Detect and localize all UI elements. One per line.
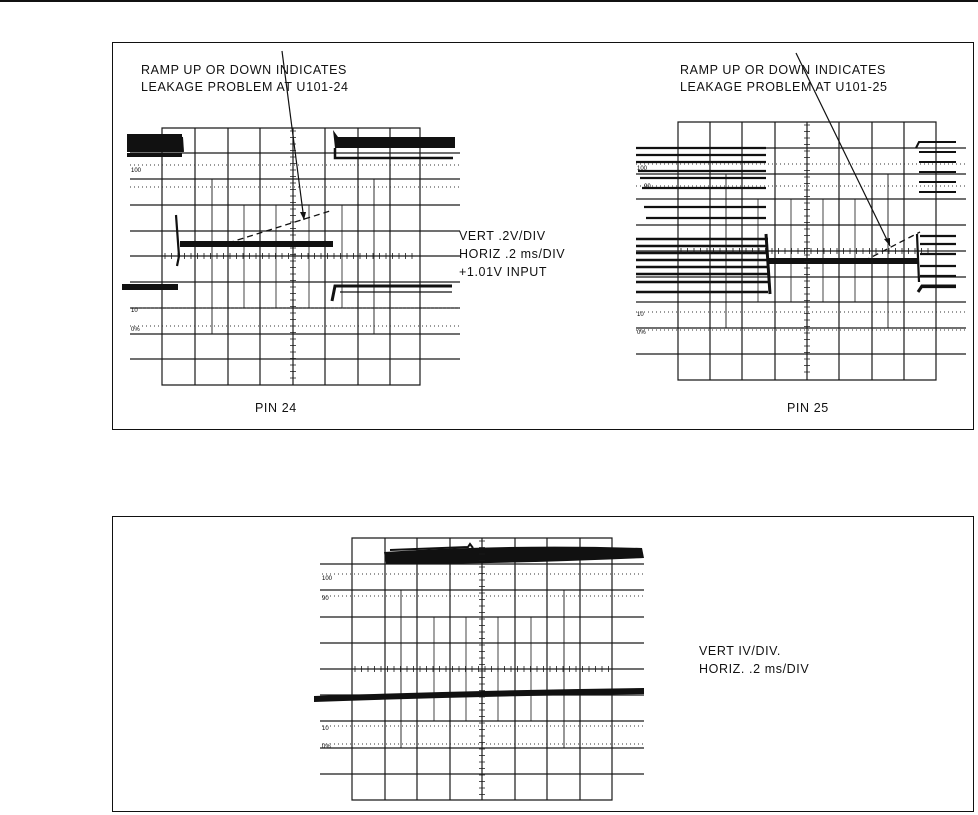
annotation-pin24-line1: RAMP UP OR DOWN INDICATES <box>141 63 347 77</box>
marker-10: 10 <box>131 308 138 314</box>
marker-100-output: 100 <box>322 576 333 582</box>
graticule-grid-pin25 <box>636 121 966 381</box>
page-header-rule <box>0 0 978 2</box>
axis-minor-ticks <box>354 540 609 795</box>
ramp-indicator-pin25 <box>795 52 921 262</box>
marker-0pct: 0% <box>131 327 140 333</box>
horiz-scale-label: HORIZ .2 ms/DIV <box>459 247 566 261</box>
marker-100-pin25: 100 <box>637 166 648 172</box>
annotation-pin25-line2: LEAKAGE PROBLEM AT U101-25 <box>680 80 888 94</box>
scope-graticule-pin24: 100 10 0% <box>122 50 460 386</box>
trace-pin25 <box>636 141 956 295</box>
figure-pin-waveforms: RAMP UP OR DOWN INDICATES LEAKAGE PROBLE… <box>112 42 974 430</box>
marker-0pct-output: 0% <box>322 744 331 750</box>
axis-minor-ticks <box>164 130 413 379</box>
scope-graticule-output: 100 90 10 0% <box>314 537 644 801</box>
vert-scale-label-2: VERT IV/DIV. <box>699 644 782 658</box>
vert-scale-label: VERT .2V/DIV <box>459 229 546 243</box>
trace-output <box>314 542 644 702</box>
marker-90-output: 90 <box>322 596 329 602</box>
caption-pin24: PIN 24 <box>255 401 297 415</box>
marker-10-pin25: 10 <box>637 312 644 318</box>
scope-graticule-pin25: 100 90 10 0% <box>636 52 966 381</box>
marker-100: 100 <box>131 168 142 174</box>
graticule-dotted-lines-output <box>322 573 644 745</box>
axis-minor-ticks <box>680 124 929 373</box>
input-label: +1.01V INPUT <box>459 265 548 279</box>
graticule-grid-output <box>320 537 644 801</box>
marker-0pct-pin25: 0% <box>637 330 646 336</box>
horiz-scale-label-2: HORIZ. .2 ms/DIV <box>699 662 810 676</box>
annotation-pin24-line2: LEAKAGE PROBLEM AT U101-24 <box>141 80 349 94</box>
marker-10-output: 10 <box>322 726 329 732</box>
figure-output-waveform: VERT IV/DIV. HORIZ. .2 ms/DIV <box>112 516 974 812</box>
caption-pin25: PIN 25 <box>787 401 829 415</box>
ramp-indicator-pin24 <box>227 50 331 244</box>
annotation-pin25-line1: RAMP UP OR DOWN INDICATES <box>680 63 886 77</box>
trace-pin24 <box>122 130 455 302</box>
graticule-grid <box>130 127 460 386</box>
